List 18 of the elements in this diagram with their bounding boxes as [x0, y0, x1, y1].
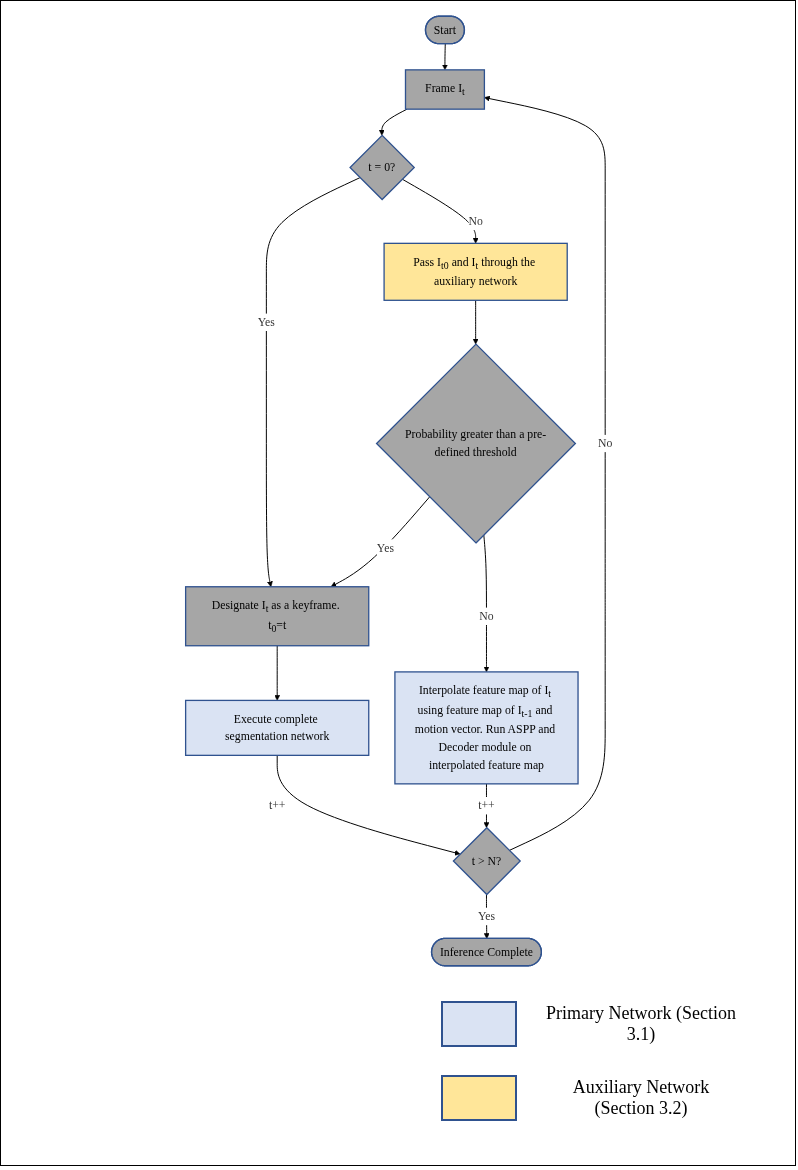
node-box: Frame I$_{t}$ — [404, 69, 486, 110]
node-diamond: t = 0? — [349, 134, 416, 201]
node-box: Execute complete segmentation network — [184, 699, 370, 756]
edge-label: Yes — [257, 315, 275, 329]
node-box: Pass I$_{t0}$ and I$_{t}$ through the auxiliary network — [383, 242, 568, 301]
edge-label: No — [597, 436, 613, 450]
node-box: Interpolate feature map of I$_{t}$ using feature map of I$_{t-1}$ and motion vector. Run ASPP and Decoder module on interpolated feature map — [394, 671, 579, 785]
node-box: Designate I$_{t}$ as a keyframe. t$_{0}$=t — [184, 586, 370, 647]
edge-label: No — [479, 609, 494, 623]
edge-label: t++ — [268, 798, 286, 812]
legend-text: Auxiliary Network (Section 3.2) — [571, 1077, 711, 1119]
edge-label: t++ — [478, 798, 495, 812]
node-diamond: Probability greater than a pre-defined threshold — [375, 343, 577, 544]
edge-label: Yes — [477, 909, 496, 923]
edge-label: No — [468, 214, 483, 228]
edge-label: Yes — [376, 541, 394, 555]
legend-text: Primary Network (Section 3.1) — [545, 1003, 737, 1045]
node-diamond: t > N? — [452, 826, 522, 896]
